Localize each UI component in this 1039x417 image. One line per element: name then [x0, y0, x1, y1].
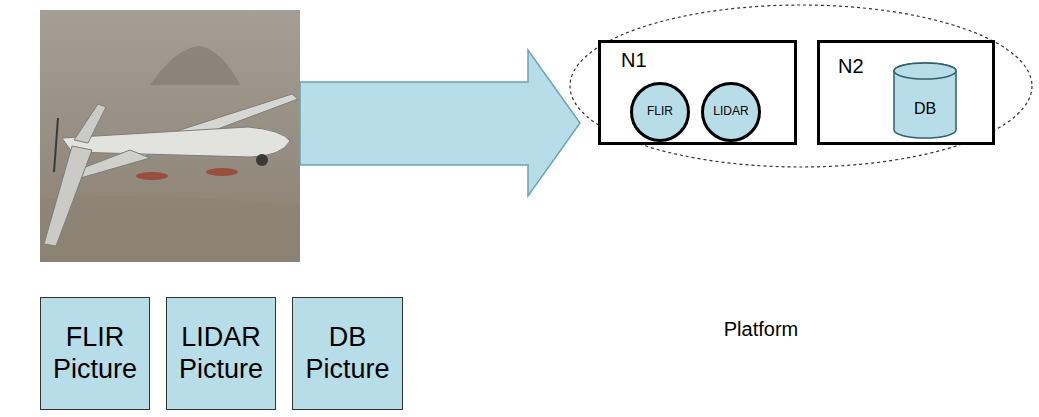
picture-box: FLIR Picture	[40, 297, 150, 410]
node-box: N2DB	[817, 40, 995, 145]
shape-label: LIDAR	[713, 105, 748, 119]
flow-arrow	[300, 50, 580, 196]
node-label: N2	[838, 55, 864, 78]
shape-label: FLIR Picture	[45, 322, 145, 384]
platform-label: Platform	[724, 318, 798, 341]
sensor-circle: FLIR	[630, 82, 690, 142]
cylinder-top	[894, 63, 956, 79]
ellipse-outline	[570, 5, 1032, 167]
node-label: N1	[621, 49, 647, 72]
platform-ellipse: PlatformN1FLIRLIDARN2DB	[568, 3, 1034, 169]
sensor-circle: LIDAR	[701, 82, 761, 142]
cylinder-body	[894, 63, 956, 138]
picture-box: DB Picture	[292, 297, 403, 410]
shape-label: FLIR	[647, 105, 673, 119]
shape-label: DB	[914, 100, 936, 118]
node-box: N1FLIR LIDAR	[598, 40, 797, 145]
shape-label: LIDAR Picture	[171, 322, 271, 384]
database-cylinder: DB	[893, 63, 957, 139]
shape-label: DB Picture	[297, 322, 398, 384]
picture-box: LIDAR Picture	[166, 297, 276, 410]
drone-photo	[40, 10, 300, 262]
